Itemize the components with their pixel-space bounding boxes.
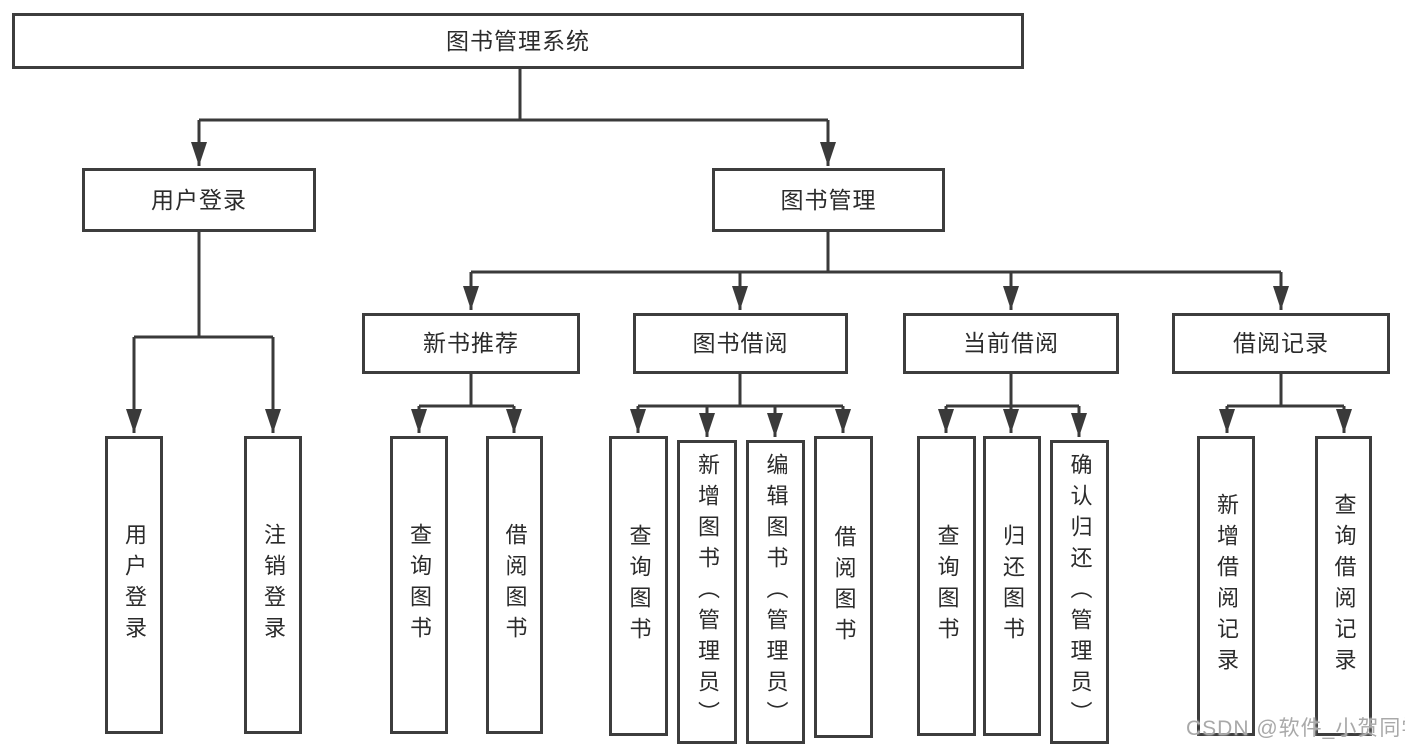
leaf-user-login: 用户登录 bbox=[105, 436, 163, 734]
node-new-book-recommend-label: 新书推荐 bbox=[423, 330, 519, 356]
leaf-bb-borrow-books-label: 借阅图书 bbox=[831, 525, 857, 649]
leaf-cb-return-books: 归还图书 bbox=[983, 436, 1041, 736]
leaf-cb-return-books-label: 归还图书 bbox=[1000, 524, 1025, 648]
leaf-nbr-borrow-books: 借阅图书 bbox=[486, 436, 543, 734]
node-book-borrow: 图书借阅 bbox=[633, 313, 848, 374]
leaf-bb-add-books-admin-label: 新增图书（管理员） bbox=[695, 452, 720, 732]
node-user-login-label: 用户登录 bbox=[151, 186, 247, 213]
leaf-br-query-record: 查询借阅记录 bbox=[1315, 436, 1372, 736]
leaf-bb-query-books-label: 查询图书 bbox=[626, 524, 652, 648]
leaf-cb-query-books-label: 查询图书 bbox=[934, 524, 960, 648]
leaf-nbr-borrow-books-label: 借阅图书 bbox=[502, 523, 528, 647]
node-current-borrow: 当前借阅 bbox=[903, 313, 1119, 374]
node-user-login: 用户登录 bbox=[82, 168, 316, 232]
leaf-cb-query-books: 查询图书 bbox=[917, 436, 976, 736]
leaf-nbr-query-books: 查询图书 bbox=[390, 436, 448, 734]
leaf-user-login-label: 用户登录 bbox=[122, 523, 147, 647]
leaf-bb-edit-books-admin-label: 编辑图书（管理员） bbox=[763, 452, 789, 732]
leaf-bb-query-books: 查询图书 bbox=[609, 436, 668, 736]
leaf-br-add-record-label: 新增借阅记录 bbox=[1214, 493, 1239, 679]
leaf-cb-confirm-return-admin-label: 确认归还（管理员） bbox=[1067, 452, 1093, 732]
leaf-bb-edit-books-admin: 编辑图书（管理员） bbox=[746, 440, 805, 744]
leaf-logout: 注销登录 bbox=[244, 436, 302, 734]
node-root-system: 图书管理系统 bbox=[12, 13, 1024, 69]
leaf-br-query-record-label: 查询借阅记录 bbox=[1331, 493, 1357, 679]
csdn-watermark: CSDN @软件_小贺同学 bbox=[1186, 717, 1405, 740]
node-book-management: 图书管理 bbox=[712, 168, 945, 232]
leaf-bb-borrow-books: 借阅图书 bbox=[814, 436, 873, 738]
leaf-logout-label: 注销登录 bbox=[261, 523, 286, 647]
leaf-nbr-query-books-label: 查询图书 bbox=[407, 523, 432, 647]
node-borrow-records-label: 借阅记录 bbox=[1233, 330, 1329, 356]
node-borrow-records: 借阅记录 bbox=[1172, 313, 1390, 374]
node-root-label: 图书管理系统 bbox=[446, 27, 590, 54]
node-book-borrow-label: 图书借阅 bbox=[692, 330, 789, 356]
leaf-cb-confirm-return-admin: 确认归还（管理员） bbox=[1050, 440, 1109, 744]
node-current-borrow-label: 当前借阅 bbox=[963, 330, 1059, 356]
leaf-bb-add-books-admin: 新增图书（管理员） bbox=[677, 440, 737, 744]
node-book-management-label: 图书管理 bbox=[780, 186, 877, 213]
node-new-book-recommend: 新书推荐 bbox=[362, 313, 580, 374]
leaf-br-add-record: 新增借阅记录 bbox=[1197, 436, 1255, 736]
